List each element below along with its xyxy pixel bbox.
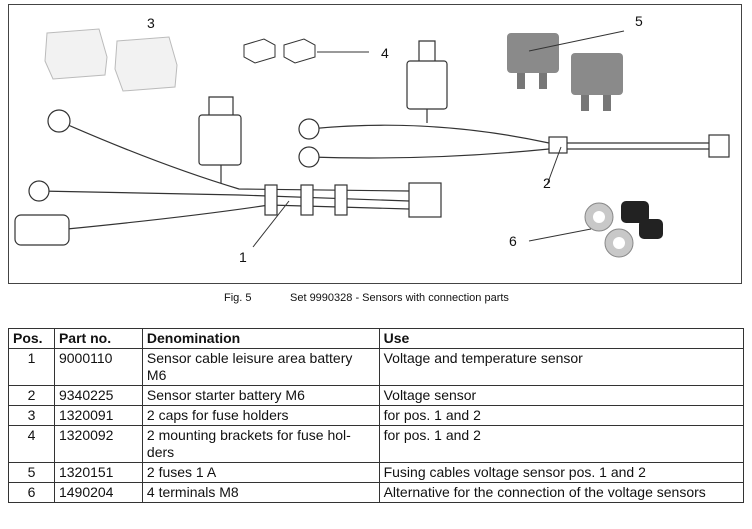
- callout-2: 2: [543, 175, 551, 191]
- cell-use: for pos. 1 and 2: [378, 425, 745, 463]
- table-row: 1 9000110 Sensor cable leisure area batt…: [8, 348, 745, 386]
- header-part-no: Part no.: [53, 328, 143, 349]
- cell-part-no: 9000110: [53, 348, 143, 386]
- callout-line-2: [546, 146, 562, 186]
- cell-use: Voltage and temperature sensor: [378, 348, 745, 386]
- cell-use: Alternative for the connection of the vo…: [378, 482, 745, 503]
- cell-denomination: 2 caps for fuse holders: [141, 405, 380, 426]
- table-row: 2 9340225 Sensor starter battery M6 Volt…: [8, 385, 745, 406]
- cell-pos: 6: [8, 482, 55, 503]
- cell-use: for pos. 1 and 2: [378, 405, 745, 426]
- figure-panel: 3 4 5 2 1 6: [8, 4, 742, 284]
- callout-line-6: [528, 228, 592, 242]
- cell-part-no: 9340225: [53, 385, 143, 406]
- fuse-holder-caps-image: [44, 28, 178, 92]
- cell-denomination: Sensor starter battery M6: [141, 385, 380, 406]
- cell-denomination: Sensor cable leisure area battery M6: [141, 348, 380, 386]
- mounting-brackets-image: [243, 38, 316, 64]
- header-use: Use: [378, 328, 745, 349]
- cell-part-no: 1490204: [53, 482, 143, 503]
- callout-1: 1: [239, 249, 247, 265]
- parts-illustration: [14, 28, 730, 258]
- callout-line-5: [528, 30, 625, 52]
- cell-denomination: 2 fuses 1 A: [141, 462, 380, 483]
- cell-pos: 3: [8, 405, 55, 426]
- sensor-starter-battery-cable: [298, 40, 730, 168]
- callout-5: 5: [635, 13, 643, 29]
- header-pos: Pos.: [8, 328, 55, 349]
- header-denomination: Denomination: [141, 328, 380, 349]
- table-row: 6 1490204 4 terminals M8 Alternative for…: [8, 482, 745, 503]
- sensor-cable-leisure-battery: [14, 96, 442, 246]
- cell-pos: 2: [8, 385, 55, 406]
- cell-denomination: 2 mounting brackets for fuse hol-ders: [141, 425, 380, 463]
- cell-pos: 5: [8, 462, 55, 483]
- table-row: 3 1320091 2 caps for fuse holders for po…: [8, 405, 745, 426]
- callout-4: 4: [381, 45, 389, 61]
- cell-use: Voltage sensor: [378, 385, 745, 406]
- table-header-row: Pos. Part no. Denomination Use: [8, 328, 745, 349]
- parts-table: Pos. Part no. Denomination Use 1 9000110…: [8, 328, 745, 503]
- fuses-image: [507, 33, 623, 111]
- table-row: 5 1320151 2 fuses 1 A Fusing cables volt…: [8, 462, 745, 483]
- figure-number: Fig. 5: [224, 292, 252, 304]
- figure-caption: Set 9990328 - Sensors with connection pa…: [290, 292, 509, 304]
- cell-denomination: 4 terminals M8: [141, 482, 380, 503]
- table-row: 4 1320092 2 mounting brackets for fuse h…: [8, 425, 745, 463]
- callout-line-1: [252, 200, 290, 248]
- cell-part-no: 1320092: [53, 425, 143, 463]
- callout-6: 6: [509, 233, 517, 249]
- cell-part-no: 1320091: [53, 405, 143, 426]
- terminals-image: [584, 201, 663, 258]
- cell-use: Fusing cables voltage sensor pos. 1 and …: [378, 462, 745, 483]
- callout-3: 3: [147, 15, 155, 31]
- cell-pos: 1: [8, 348, 55, 386]
- cell-part-no: 1320151: [53, 462, 143, 483]
- cell-pos: 4: [8, 425, 55, 463]
